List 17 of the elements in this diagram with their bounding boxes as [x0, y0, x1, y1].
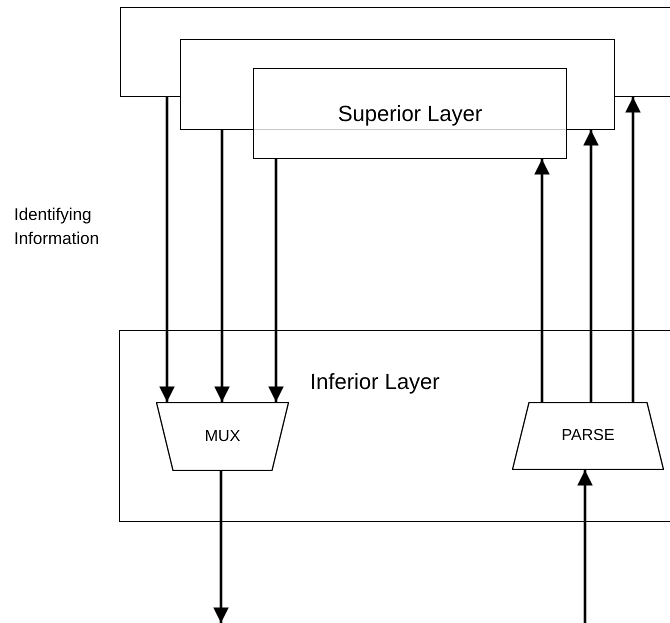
- layer-label: Inferior Layer: [310, 368, 440, 396]
- mux-trapezoid: [156, 402, 289, 471]
- arrow: [159, 97, 175, 402]
- layer-label: PARSE: [561, 426, 615, 446]
- arrow: [534, 159, 550, 402]
- layer-label: Superior Layer: [338, 100, 482, 128]
- arrow: [625, 97, 641, 402]
- superior-layer-box: [253, 68, 567, 159]
- arrow: [214, 130, 230, 402]
- parse-trapezoid: [512, 402, 664, 470]
- arrow: [268, 159, 284, 402]
- arrow: [577, 470, 593, 623]
- arrow: [583, 130, 599, 402]
- signal-label: Identifying Information: [14, 204, 100, 250]
- layer-label: MUX: [204, 426, 240, 446]
- arrow: [213, 471, 229, 623]
- inferior-layer-box: [119, 330, 670, 522]
